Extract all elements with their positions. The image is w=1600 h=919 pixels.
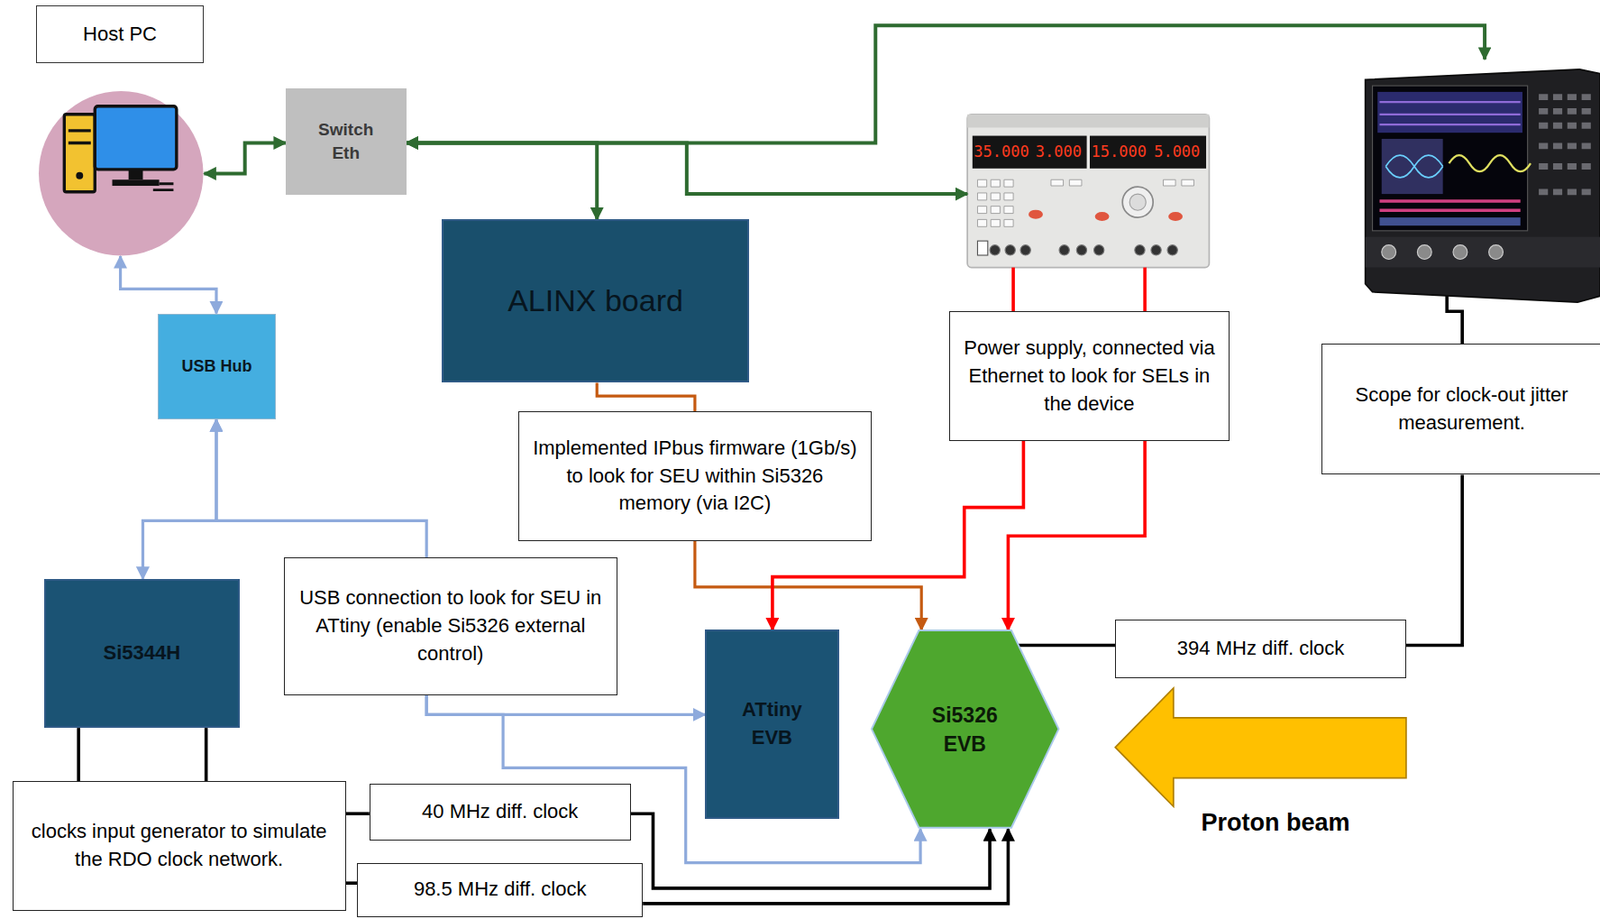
signal-box: 40 MHz diff. clock: [369, 783, 631, 840]
connector: [204, 727, 209, 781]
chip-box: Si5344H: [44, 578, 240, 728]
note-text: clocks input generator to simulate the R…: [22, 817, 337, 874]
signal-label: 40 MHz diff. clock: [421, 797, 578, 826]
connector: [216, 419, 427, 558]
hexagon-outline: [870, 629, 1060, 829]
connector: [203, 142, 286, 174]
scope-yellow-trace: [1448, 155, 1531, 172]
circle-outline: [37, 90, 205, 257]
signal-box: 394 MHz diff. clock: [1115, 619, 1407, 678]
display-panel: [1089, 136, 1207, 169]
power-supply-body: [967, 114, 1209, 268]
scope-body: [1365, 69, 1600, 302]
display-readout: 3.000: [1030, 136, 1087, 169]
pc-monitor-base: [112, 179, 160, 186]
connector: [120, 256, 217, 313]
connector: [1142, 267, 1147, 312]
control-knob-center: [1129, 193, 1146, 211]
board-box: ATtiny EVB: [704, 629, 839, 818]
ethernet-wire: [406, 25, 1486, 143]
control-knob: [1122, 186, 1153, 218]
board-label: ATtiny EVB: [721, 695, 823, 752]
display-panel: [972, 136, 1088, 169]
signal-box: 98.5 MHz diff. clock: [356, 862, 643, 917]
display-readout: 15.000: [1089, 136, 1149, 169]
scope-trace-area: [1377, 91, 1523, 133]
hub-label: USB Hub: [182, 355, 253, 378]
computer-node: Host PC: [37, 90, 205, 257]
scope-eye-trace: [1385, 155, 1443, 178]
note-box: clocks input generator to simulate the R…: [12, 780, 347, 911]
pc-power-button: [75, 172, 83, 180]
hub-box: USB Hub: [157, 313, 275, 421]
power-switch: [977, 240, 988, 256]
pc-keyboard: [153, 183, 174, 191]
connector: [346, 880, 357, 885]
red-button: [1168, 211, 1183, 221]
scope-front-strip: [1365, 237, 1600, 268]
connector: [346, 811, 370, 815]
note-box: USB connection to look for SEU in ATtiny…: [283, 557, 618, 695]
display-readout: 5.000: [1148, 136, 1207, 169]
red-button: [1028, 210, 1043, 220]
pc-tower: [64, 114, 95, 192]
switch-label: Switch Eth: [307, 118, 384, 166]
connector: [426, 694, 705, 715]
beam-arrow: [1115, 687, 1407, 806]
switch-box: Switch Eth: [285, 88, 407, 195]
display-readout: 35.000: [972, 136, 1032, 169]
keypad-buttons: [977, 179, 1194, 227]
connector: [76, 727, 81, 781]
computer-icon: [64, 106, 177, 192]
note-text: Power supply, connected via Ethernet to …: [959, 334, 1220, 418]
note-box: Scope for clock-out jitter measurement.: [1321, 343, 1600, 475]
power-supply-unit: 35.0003.00015.0005.000: [967, 112, 1209, 268]
scope-status-bar: [1379, 217, 1520, 226]
connector: [406, 142, 598, 220]
pc-monitor: [94, 106, 177, 170]
signal-label: 394 MHz diff. clock: [1177, 634, 1344, 663]
connector: [642, 828, 1008, 904]
connector: [406, 142, 969, 194]
signal-label: 98.5 MHz diff. clock: [413, 875, 587, 904]
connector: [1406, 474, 1463, 645]
connector: [1011, 267, 1015, 312]
board-label: ALINX board: [507, 279, 684, 323]
connector: [694, 540, 922, 631]
pc-tower-slots: [68, 130, 92, 144]
note-text: Implemented IPbus firmware (1Gb/s) to lo…: [528, 434, 862, 518]
hexagon-shape: [871, 630, 1059, 828]
connector: [142, 419, 217, 579]
pc-monitor-stand: [128, 169, 144, 180]
red-button: [1095, 211, 1110, 221]
note-text: USB connection to look for SEU in ATtiny…: [293, 584, 608, 668]
output-terminals: [989, 245, 1178, 256]
scope-screen: [1372, 85, 1528, 231]
scope-eye-window: [1381, 138, 1444, 194]
scope-buttons: [1538, 93, 1591, 195]
device-hexagon: Si5326 EVB: [870, 629, 1060, 829]
host-label: Host PC: [36, 5, 205, 64]
chip-label: Si5344H: [103, 639, 182, 668]
beam-label: Proton beam: [1183, 804, 1368, 842]
board-box: ALINX board: [441, 219, 750, 383]
power-supply-top: [967, 114, 1209, 128]
scope-inputs: [1381, 245, 1504, 260]
note-box: Power supply, connected via Ethernet to …: [949, 310, 1230, 441]
computer-circle: [38, 91, 204, 256]
device-label: Si5326 EVB: [916, 700, 1015, 759]
connector: [1018, 643, 1116, 648]
note-text: Scope for clock-out jitter measurement.: [1331, 381, 1592, 438]
scope-pink-traces: [1379, 201, 1520, 211]
connector: [1007, 440, 1145, 630]
connector: [596, 382, 695, 412]
note-box: Implemented IPbus firmware (1Gb/s) to lo…: [518, 411, 872, 541]
scope-traces: [1379, 101, 1520, 125]
